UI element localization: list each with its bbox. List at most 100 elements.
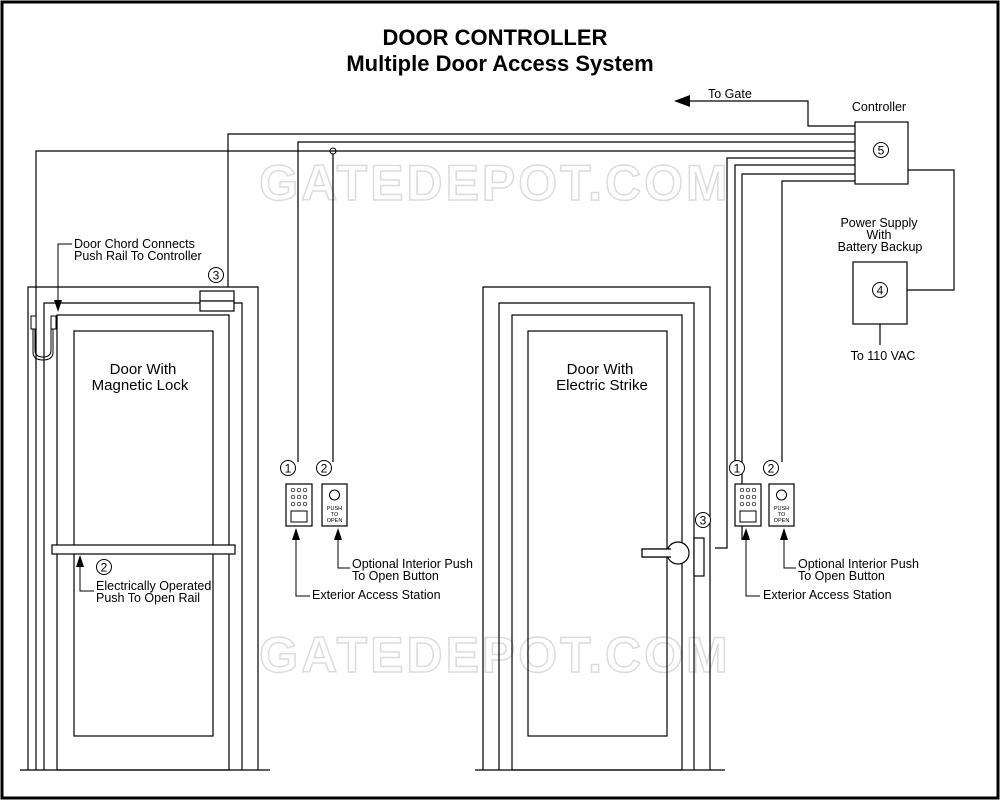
left-door: Door With Magnetic Lock 3 Door Chord Con… <box>20 237 270 771</box>
to-gate-arrow-icon <box>674 95 690 107</box>
exterior-station-label-left: Exterior Access Station <box>312 588 441 602</box>
magnetic-lock <box>199 290 235 302</box>
push-button-text-right-1: PUSH <box>774 506 789 512</box>
right-door-inner-frame <box>498 302 695 770</box>
callout-2-number-rail: 2 <box>101 561 108 575</box>
keypad-keys-right <box>739 487 757 507</box>
door-chord-plug-left <box>30 315 37 330</box>
door-chord-arrow-icon <box>54 300 62 312</box>
push-button-right <box>768 483 795 527</box>
right-door-label-line1: Door With <box>567 361 634 378</box>
push-rail-arrow-icon <box>76 555 84 567</box>
optional-push-label-left-line2: To Open Button <box>352 569 439 583</box>
push-button-arrow-icon-left <box>334 528 342 540</box>
callout-1-circle-left <box>280 460 296 476</box>
right-door-glass <box>527 330 668 737</box>
callout-1-number-left: 1 <box>285 462 292 476</box>
push-button-icon-right <box>776 489 787 501</box>
push-rail-label-line1: Electrically Operated <box>96 579 211 593</box>
callout-1-circle-right <box>729 460 745 476</box>
wire-to-push-rail <box>35 150 855 770</box>
push-button-text-right-3: OPEN <box>774 518 790 524</box>
left-door-outer-frame <box>27 286 259 770</box>
push-button-arrow-icon-right <box>780 528 788 540</box>
right-door-outer-frame <box>482 286 711 770</box>
door-chord-label-line2: Push Rail To Controller <box>74 249 202 263</box>
to-110vac-label: To 110 VAC <box>851 349 916 363</box>
left-access-station: 1 2 PUSH TO OPEN Optional Interior Push … <box>280 460 473 602</box>
controller: 5 Controller <box>852 100 909 185</box>
optional-push-label-left-line1: Optional Interior Push <box>352 557 473 571</box>
push-button-text-left-3: OPEN <box>327 518 343 524</box>
optional-push-label-right-line1: Optional Interior Push <box>798 557 919 571</box>
keypad-keys-left <box>290 487 308 507</box>
power-to-controller-wire <box>907 169 955 291</box>
to-gate-wire <box>686 100 855 127</box>
wire-to-push-button-right <box>781 180 855 462</box>
to-gate-label: To Gate <box>708 87 752 101</box>
push-rail-leader <box>79 567 94 592</box>
right-door: Door With Electric Strike 3 <box>475 286 725 771</box>
keypad-reader-right <box>739 510 757 523</box>
left-door-label-line2: Magnetic Lock <box>92 377 189 394</box>
push-button-leader-left <box>337 540 350 569</box>
callout-1-number-right: 1 <box>734 462 741 476</box>
wire-to-keypad-right <box>734 164 855 462</box>
callout-5-circle <box>873 142 889 158</box>
keypad-leader-left <box>295 540 310 597</box>
power-supply: 4 Power Supply With Battery Backup To 11… <box>838 169 955 363</box>
callout-4-circle <box>872 282 888 298</box>
wire-to-keypad-right-2 <box>741 173 855 540</box>
diagram-subtitle: Multiple Door Access System <box>346 51 653 76</box>
optional-push-label-right-line2: To Open Button <box>798 569 885 583</box>
right-door-label-line2: Electric Strike <box>556 377 648 394</box>
keypad-leader-right <box>745 540 760 597</box>
wire-to-maglock <box>227 133 855 287</box>
watermark-bottom: GATEDEPOT.COM <box>259 627 730 683</box>
callout-2-circle-right <box>763 460 779 476</box>
callout-3-circle-right <box>695 512 711 528</box>
push-button-leader-right <box>783 540 796 569</box>
push-button-left <box>321 483 348 527</box>
diagram-title: DOOR CONTROLLER <box>383 25 608 50</box>
door-chord-loop <box>32 329 54 361</box>
push-rail-label-line2: Push To Open Rail <box>96 591 200 605</box>
callout-3-number-left: 3 <box>213 269 220 283</box>
power-supply-label-line2: With <box>867 228 892 242</box>
exterior-station-label-right: Exterior Access Station <box>763 588 892 602</box>
callout-3-circle-left <box>208 267 224 283</box>
door-chord-label-line1: Door Chord Connects <box>74 237 195 251</box>
push-button-icon-left <box>329 489 340 501</box>
left-door-label-line1: Door With <box>110 361 177 378</box>
power-supply-label-line1: Power Supply <box>840 216 918 230</box>
callout-2-number-left: 2 <box>321 462 328 476</box>
callout-2-number-right: 2 <box>768 462 775 476</box>
door-chord-leader <box>57 243 72 300</box>
callout-2-circle-left <box>316 460 332 476</box>
keypad-arrow-icon-left <box>292 528 300 540</box>
controller-box <box>854 121 909 185</box>
wire-to-keypad-left <box>297 141 855 462</box>
left-door-glass <box>73 330 214 737</box>
left-door-inner-frame <box>43 302 243 770</box>
watermark-top: GATEDEPOT.COM <box>259 155 730 211</box>
wire-to-strike <box>715 157 855 549</box>
controller-label: Controller <box>852 100 906 114</box>
callout-4-number: 4 <box>877 284 884 298</box>
door-chord-plug-right <box>50 315 57 330</box>
door-lever-overlay <box>642 549 675 557</box>
door-chord-loop-inner <box>34 329 52 358</box>
push-to-open-rail <box>51 544 236 555</box>
callout-2-circle-rail <box>96 559 112 575</box>
callout-3-number-right: 3 <box>700 514 707 528</box>
magnetic-lock-armature <box>199 300 235 312</box>
push-button-text-right-2: TO <box>778 512 786 518</box>
to-gate-connection: To Gate <box>674 87 855 127</box>
keypad-reader-left <box>290 510 308 523</box>
callout-5-number: 5 <box>878 144 885 158</box>
keypad-arrow-icon-right <box>742 528 750 540</box>
push-button-text-left-2: TO <box>331 512 339 518</box>
electric-strike <box>693 537 705 577</box>
